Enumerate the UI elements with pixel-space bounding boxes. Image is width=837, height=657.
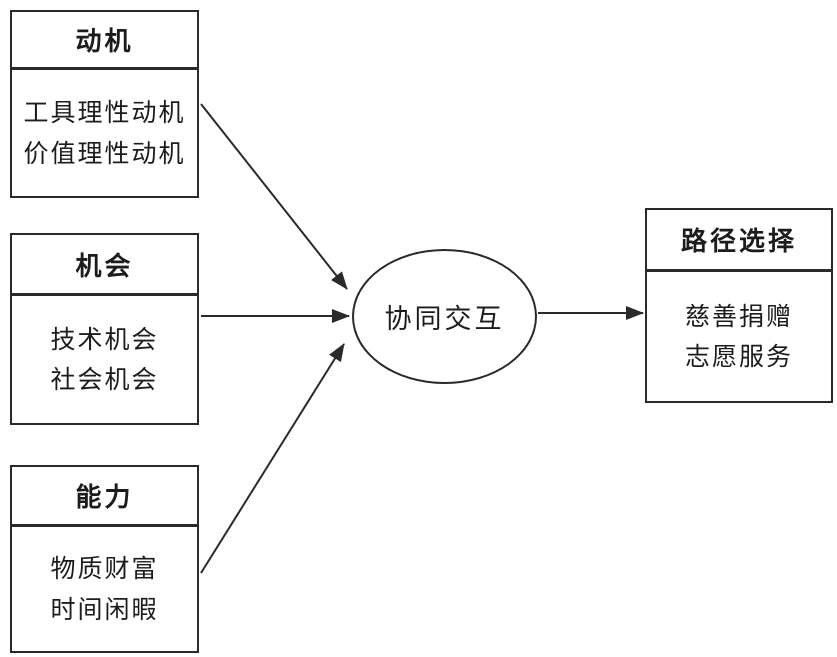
box-path-selection-title: 路径选择 xyxy=(647,210,831,272)
arrow-motivation-to-interaction xyxy=(200,103,348,290)
box-motivation-title: 动机 xyxy=(12,12,197,70)
ellipse-interaction-label: 协同交互 xyxy=(384,304,505,335)
box-path-selection: 路径选择 慈善捐赠 志愿服务 xyxy=(645,208,833,403)
box-opportunity-title: 机会 xyxy=(12,235,197,296)
box-ability-item: 时间闲暇 xyxy=(50,594,159,624)
box-opportunity-item: 技术机会 xyxy=(50,324,159,354)
box-ability-body: 物质财富 时间闲暇 xyxy=(12,527,197,651)
ellipse-interaction-node: 协同交互 xyxy=(352,249,537,384)
box-motivation-item: 工具理性动机 xyxy=(23,98,186,127)
box-path-selection-body: 慈善捐赠 志愿服务 xyxy=(647,272,831,401)
box-ability: 能力 物质财富 时间闲暇 xyxy=(10,465,199,653)
box-path-selection-item: 慈善捐赠 xyxy=(684,301,793,331)
box-opportunity-item: 社会机会 xyxy=(50,365,159,394)
box-ability-title: 能力 xyxy=(12,467,197,527)
box-motivation-item: 价值理性动机 xyxy=(23,138,186,168)
box-opportunity: 机会 技术机会 社会机会 xyxy=(10,233,199,425)
box-motivation-body: 工具理性动机 价值理性动机 xyxy=(12,70,197,196)
box-ability-item: 物质财富 xyxy=(50,554,159,583)
box-path-selection-item: 志愿服务 xyxy=(684,342,793,371)
arrow-ability-to-interaction xyxy=(200,343,345,574)
box-opportunity-body: 技术机会 社会机会 xyxy=(12,296,197,423)
box-motivation: 动机 工具理性动机 价值理性动机 xyxy=(10,10,199,198)
